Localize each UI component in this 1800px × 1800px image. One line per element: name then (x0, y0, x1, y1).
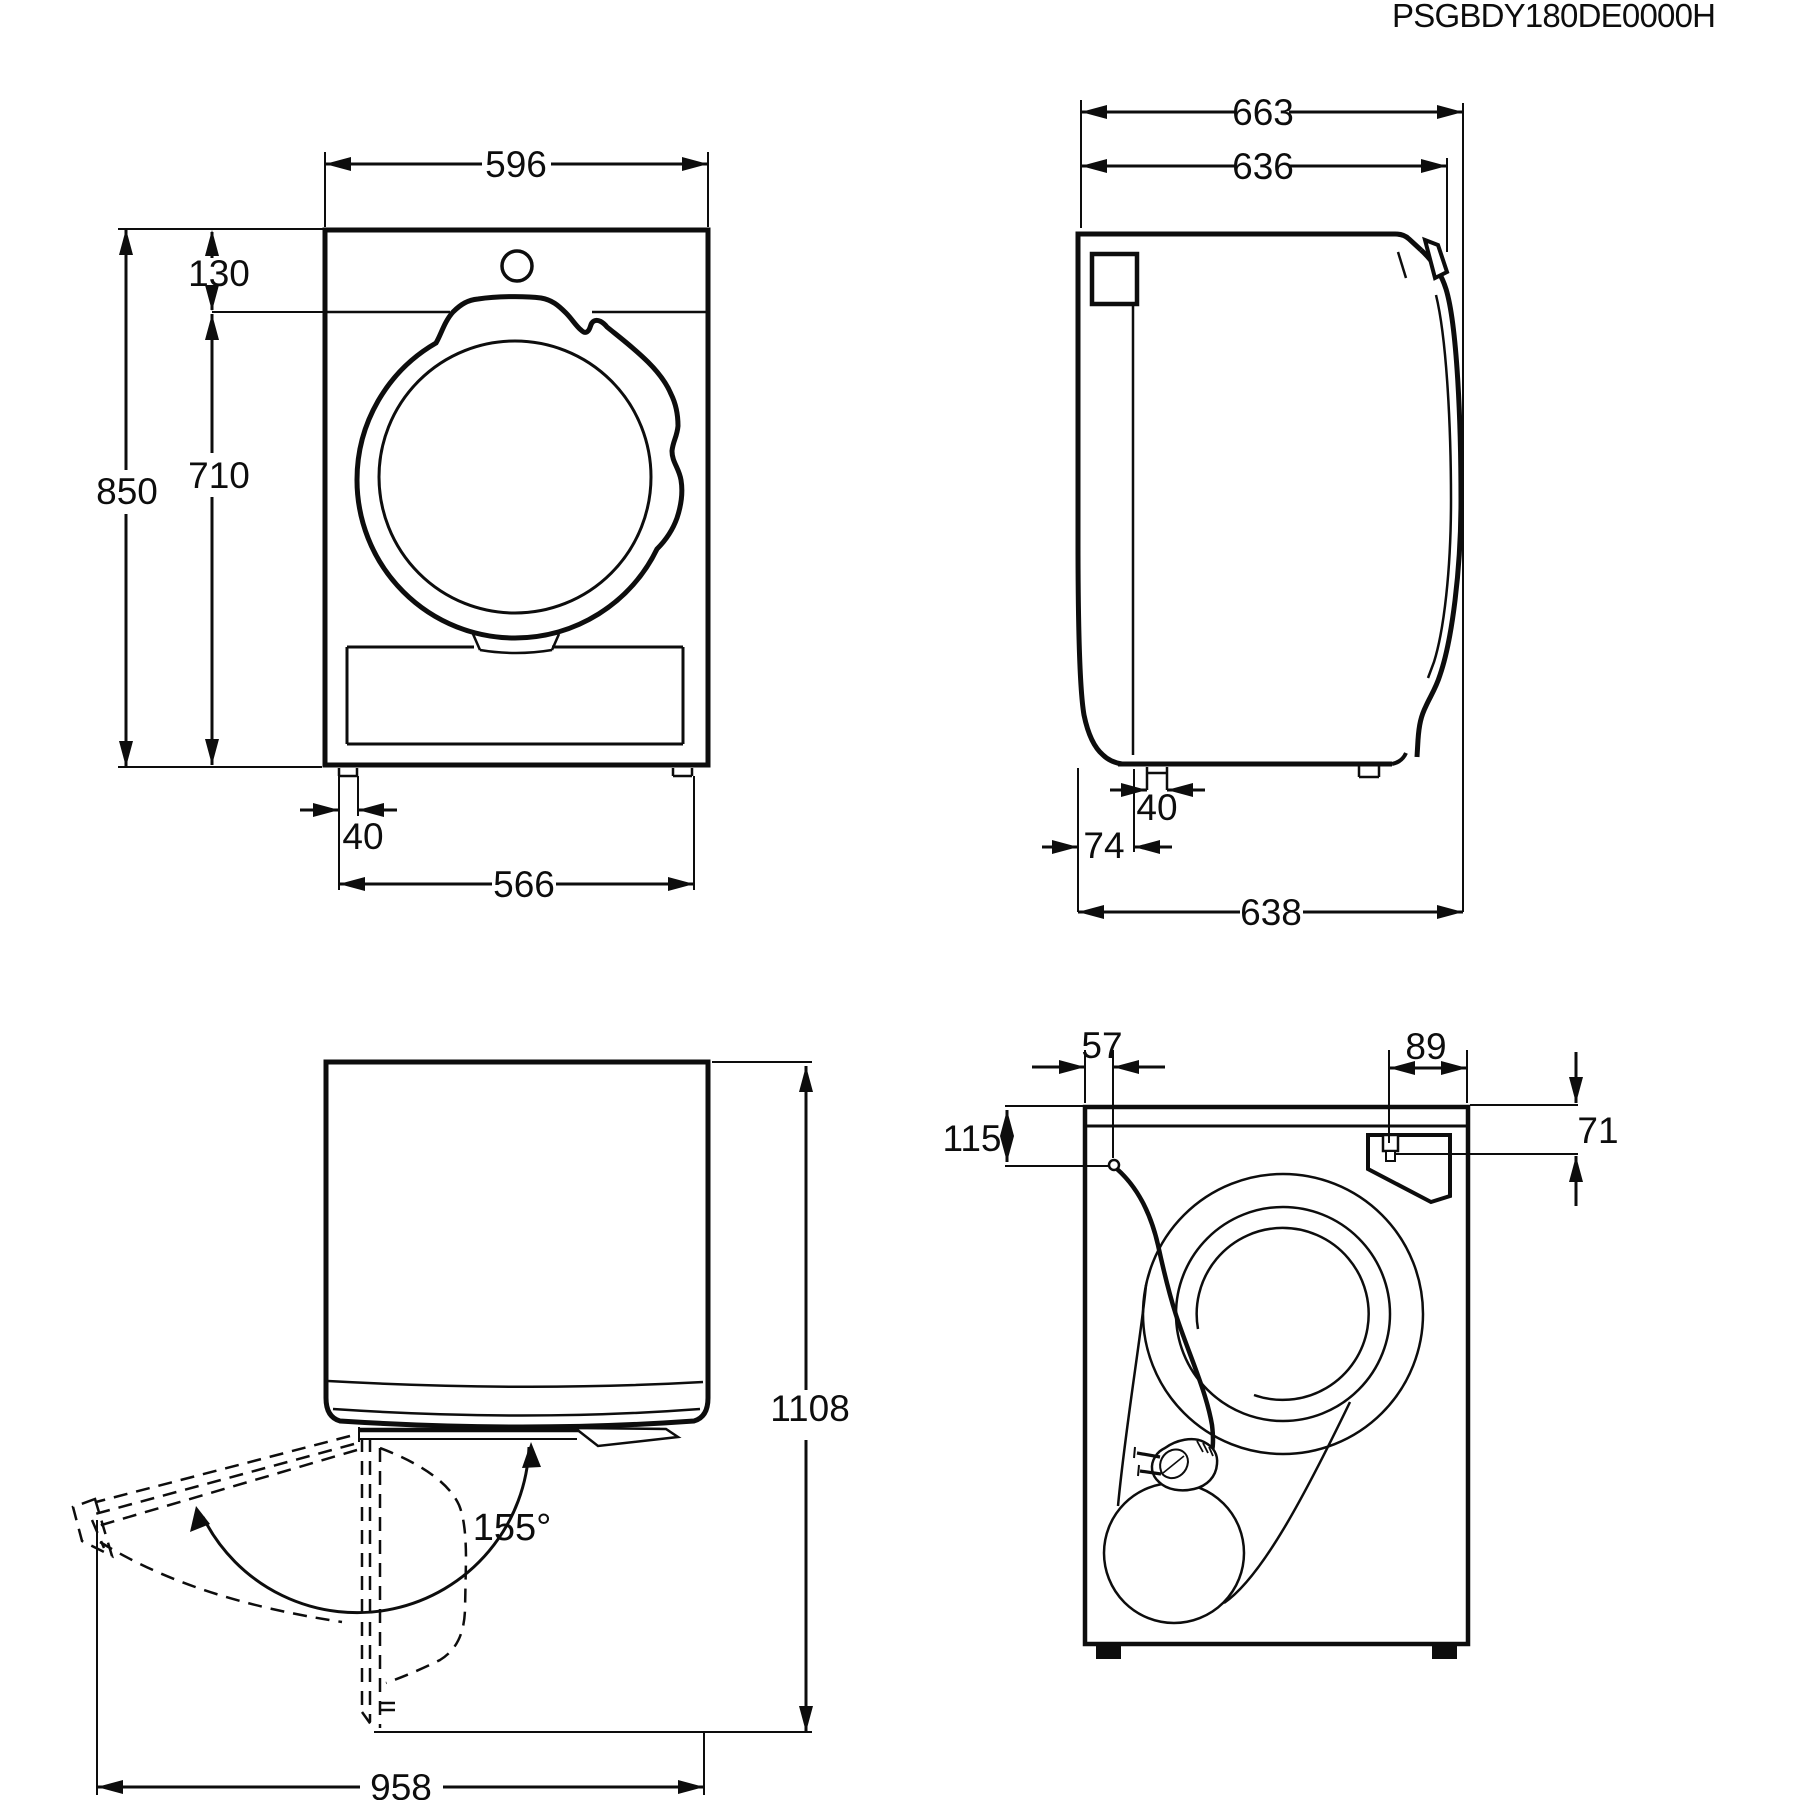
svg-text:155°: 155° (473, 1507, 552, 1549)
svg-text:40: 40 (1136, 787, 1177, 828)
svg-text:115: 115 (943, 1118, 1002, 1159)
svg-text:710: 710 (188, 455, 250, 496)
svg-text:74: 74 (1083, 825, 1124, 866)
svg-text:958: 958 (370, 1767, 432, 1800)
svg-text:850: 850 (96, 471, 158, 512)
svg-text:596: 596 (485, 144, 547, 185)
svg-text:89: 89 (1405, 1026, 1446, 1067)
svg-text:71: 71 (1577, 1110, 1618, 1151)
svg-text:1108: 1108 (770, 1388, 850, 1429)
svg-text:57: 57 (1081, 1025, 1122, 1066)
svg-text:663: 663 (1232, 92, 1294, 133)
svg-text:638: 638 (1240, 892, 1302, 933)
svg-text:566: 566 (493, 864, 555, 905)
svg-text:PSGBDY180DE0000H: PSGBDY180DE0000H (1392, 0, 1716, 34)
svg-text:40: 40 (342, 816, 383, 857)
svg-text:636: 636 (1232, 146, 1294, 187)
svg-text:130: 130 (188, 253, 250, 294)
